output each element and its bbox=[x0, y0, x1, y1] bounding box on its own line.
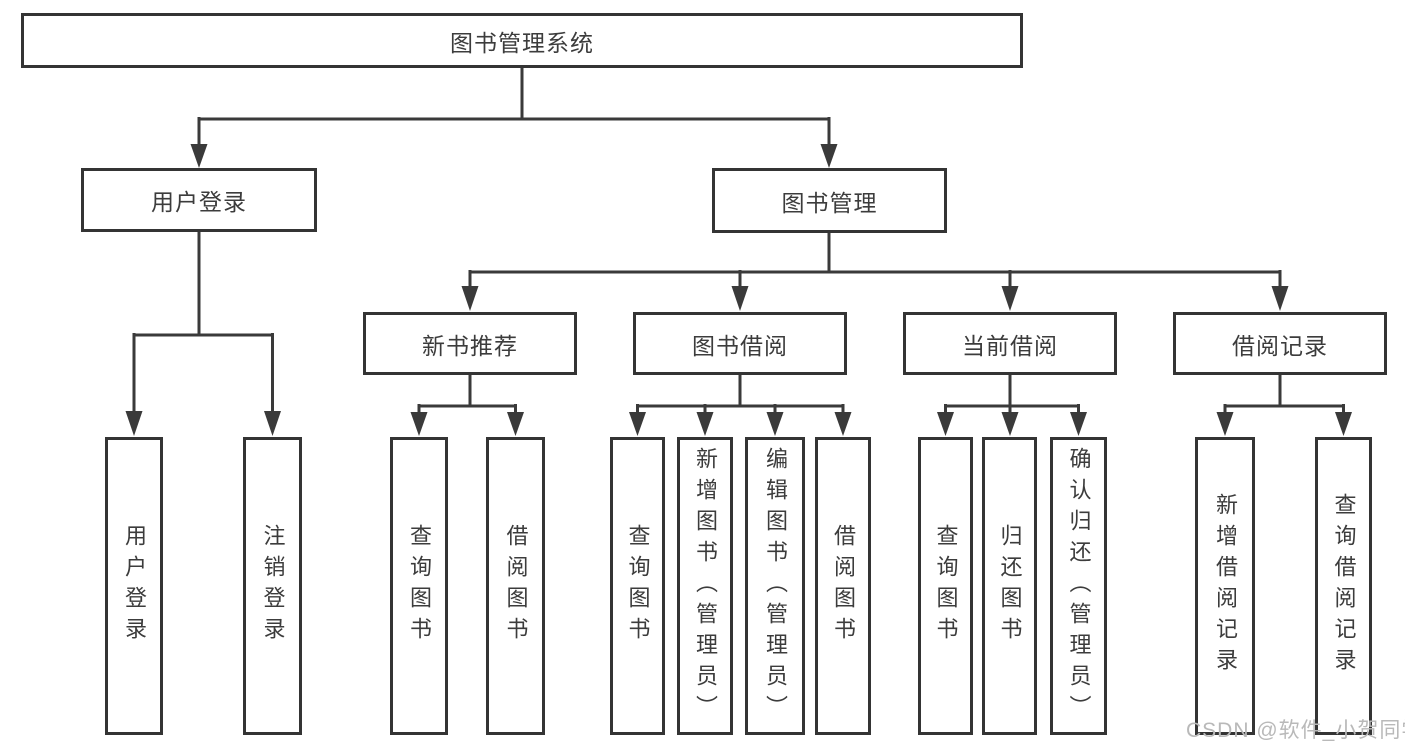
watermark: CSDN @软件_小贺同学 bbox=[1186, 719, 1405, 742]
node-root: 图书管理系统 bbox=[21, 13, 1023, 68]
node-new-book-recommend: 新书推荐 bbox=[363, 312, 577, 375]
leaf-logout: 注销登录 bbox=[243, 437, 302, 735]
leaf-query-book-1-label: 查询图书 bbox=[407, 524, 432, 648]
leaf-logout-label: 注销登录 bbox=[260, 524, 286, 648]
leaf-borrow-book-1-label: 借阅图书 bbox=[503, 524, 529, 648]
leaf-user-login: 用户登录 bbox=[105, 437, 163, 735]
leaf-edit-book-admin: 编辑图书（管理员） bbox=[745, 437, 805, 735]
connector-book-borrow-to-leaves bbox=[629, 375, 852, 436]
node-borrow-record: 借阅记录 bbox=[1173, 312, 1387, 375]
leaf-return-book-label: 归还图书 bbox=[997, 524, 1023, 648]
node-book-borrow-label: 图书借阅 bbox=[692, 332, 788, 359]
node-book-mgmt: 图书管理 bbox=[712, 168, 947, 233]
node-user-login: 用户登录 bbox=[81, 168, 317, 232]
leaf-add-borrow-record-label: 新增借阅记录 bbox=[1213, 493, 1238, 679]
node-current-borrow-label: 当前借阅 bbox=[962, 332, 1058, 359]
node-root-label: 图书管理系统 bbox=[450, 29, 594, 56]
leaf-query-book-3: 查询图书 bbox=[918, 437, 973, 735]
leaf-query-book-1: 查询图书 bbox=[390, 437, 448, 735]
leaf-query-book-3-label: 查询图书 bbox=[933, 524, 959, 648]
leaf-confirm-return-admin: 确认归还（管理员） bbox=[1050, 437, 1107, 735]
leaf-confirm-return-admin-label: 确认归还（管理员） bbox=[1066, 446, 1092, 726]
leaf-add-book-admin: 新增图书（管理员） bbox=[677, 437, 733, 735]
connector-root-to-level2 bbox=[190, 68, 838, 168]
leaf-query-book-2-label: 查询图书 bbox=[625, 524, 651, 648]
node-new-book-recommend-label: 新书推荐 bbox=[422, 332, 518, 359]
leaf-query-borrow-record: 查询借阅记录 bbox=[1315, 437, 1372, 735]
leaf-edit-book-admin-label: 编辑图书（管理员） bbox=[763, 446, 788, 726]
connector-book-mgmt-to-level3 bbox=[461, 233, 1289, 311]
connector-current-borrow-to-leaves bbox=[937, 375, 1087, 436]
node-user-login-label: 用户登录 bbox=[151, 189, 247, 215]
leaf-borrow-book-2-label: 借阅图书 bbox=[831, 524, 856, 648]
node-current-borrow: 当前借阅 bbox=[903, 312, 1117, 375]
leaf-user-login-label: 用户登录 bbox=[122, 524, 147, 648]
leaf-add-book-admin-label: 新增图书（管理员） bbox=[693, 446, 718, 726]
leaf-return-book: 归还图书 bbox=[982, 437, 1037, 735]
connector-new-book-to-leaves bbox=[410, 375, 524, 436]
connector-user-login-to-leaves bbox=[125, 232, 281, 436]
leaf-query-book-2: 查询图书 bbox=[610, 437, 665, 735]
leaf-borrow-book-2: 借阅图书 bbox=[815, 437, 871, 735]
leaf-add-borrow-record: 新增借阅记录 bbox=[1195, 437, 1255, 735]
node-book-mgmt-label: 图书管理 bbox=[781, 189, 878, 216]
leaf-borrow-book-1: 借阅图书 bbox=[486, 437, 545, 735]
node-borrow-record-label: 借阅记录 bbox=[1232, 332, 1328, 359]
connector-borrow-record-to-leaves bbox=[1216, 375, 1352, 436]
leaf-query-borrow-record-label: 查询借阅记录 bbox=[1331, 493, 1357, 679]
node-book-borrow: 图书借阅 bbox=[633, 312, 847, 375]
